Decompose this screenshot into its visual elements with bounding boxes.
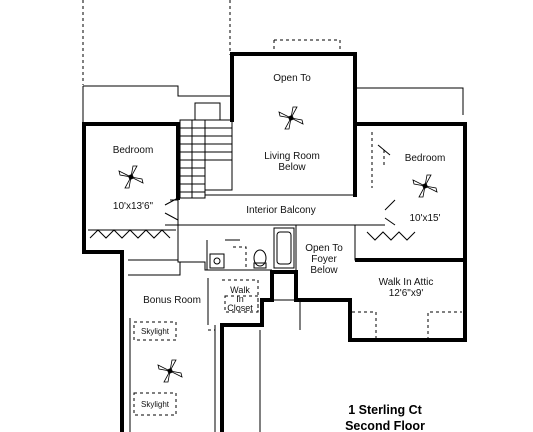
bedroom-left-size: 10'x13'6": [113, 201, 154, 212]
bedroom-left-name: Bedroom: [113, 145, 154, 156]
interior-balcony-label: Interior Balcony: [246, 205, 315, 216]
walk-in-closet-line3: Closet: [227, 303, 253, 313]
stairs-icon: [179, 102, 232, 199]
skylight-1-label: Skylight: [141, 327, 170, 336]
bathtub-icon: [273, 227, 295, 269]
bonus-room-label: Bonus Room: [143, 295, 201, 306]
caption-address: 1 Sterling Ct: [348, 403, 422, 417]
open-to-living-line2: Living Room: [264, 151, 320, 162]
ceiling-fan-icon: [118, 165, 144, 189]
walk-in-closet-line2: In: [236, 294, 244, 304]
open-to-living-line1: Open To: [273, 73, 311, 84]
sink-icon: [209, 253, 225, 269]
open-to-foyer-line3: Below: [310, 265, 338, 276]
ceiling-fan-icon: [157, 359, 183, 383]
ceiling-fan-icon: [278, 106, 304, 130]
roof-dashed-lines: [82, 0, 341, 85]
inner-walls: [128, 119, 385, 432]
attic-dashed: [133, 279, 462, 416]
balcony-railing: [164, 197, 396, 226]
caption-floor: Second Floor: [345, 419, 425, 432]
open-to-foyer-line2: Foyer: [311, 254, 337, 265]
bedroom-right-size: 10'x15': [409, 213, 440, 224]
walk-in-attic-name: Walk In Attic: [379, 277, 434, 288]
closet-doors: [88, 132, 416, 241]
skylight-2-label: Skylight: [141, 400, 170, 409]
bathroom: [209, 227, 295, 269]
ceiling-fan-icon: [412, 174, 438, 198]
open-to-foyer-line1: Open To: [305, 243, 343, 254]
toilet-icon: [253, 249, 267, 267]
open-to-living-line3: Below: [278, 162, 306, 173]
bedroom-right-name: Bedroom: [405, 153, 446, 164]
walk-in-closet-line1: Walk: [230, 285, 250, 295]
walk-in-attic-size: 12'6"x9': [389, 288, 424, 299]
roof-outline: [82, 85, 464, 124]
